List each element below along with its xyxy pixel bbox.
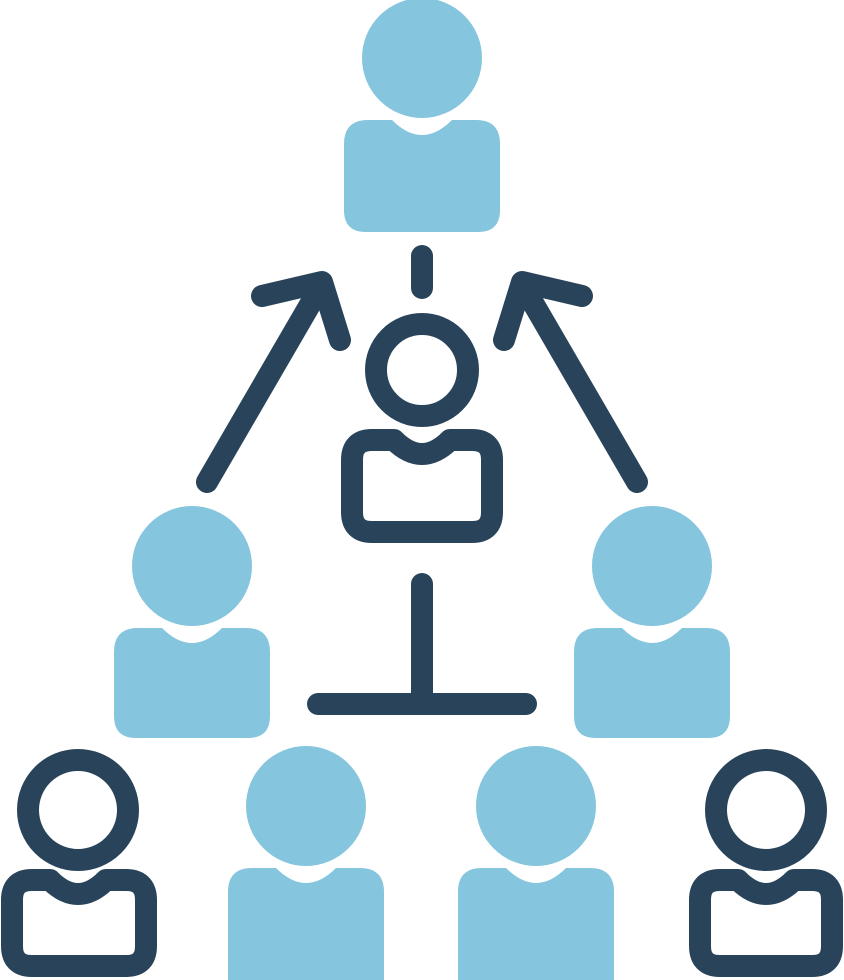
person-bottom-outer-right-outline-icon (689, 749, 843, 977)
person-bottom-inner-left-filled-icon (228, 746, 384, 980)
person-center-outline-icon (341, 313, 503, 543)
person-bottom-inner-right-filled-icon (458, 746, 614, 980)
person-top-filled-icon (344, 0, 500, 232)
link-center-to-base (307, 573, 537, 715)
person-bottom-outer-left-outline-icon (1, 749, 157, 977)
arrow-up-right-icon (493, 271, 648, 493)
person-middle-left-filled-icon (114, 506, 270, 738)
arrow-up-left-icon (196, 271, 351, 493)
person-middle-right-filled-icon (574, 506, 730, 738)
